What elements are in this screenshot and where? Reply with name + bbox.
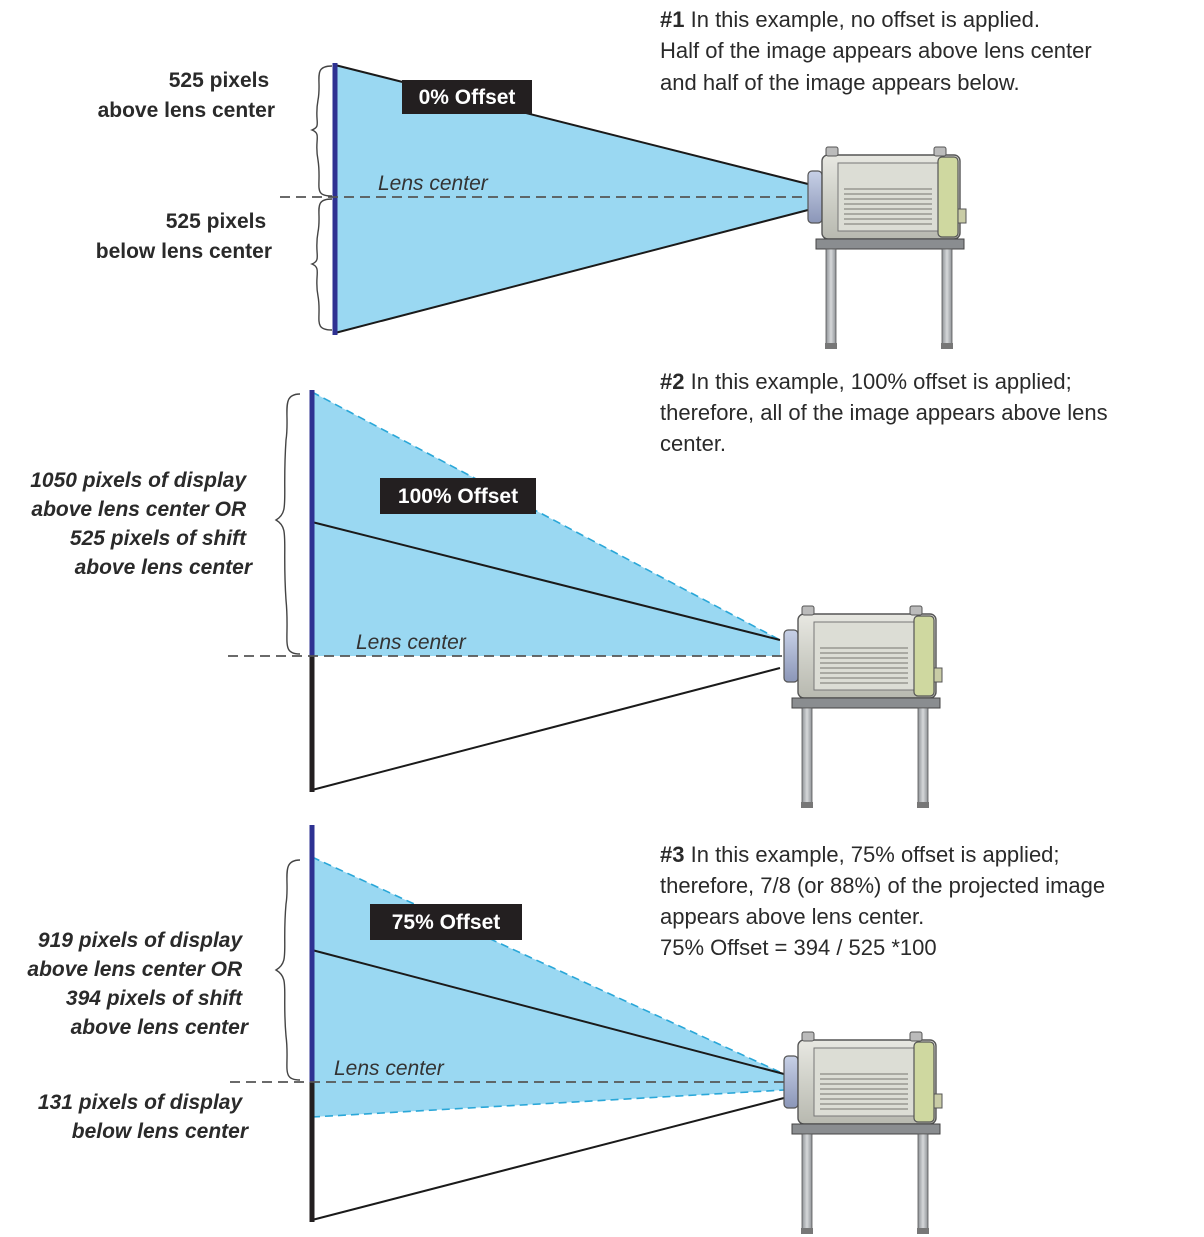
- example-1: 0% Offset Lens center 525 pixels above l…: [96, 7, 1098, 350]
- offset-label-3: 75% Offset: [392, 911, 501, 934]
- example-3: 75% Offset Lens center 919 pixels of dis…: [27, 825, 1111, 1235]
- offset-label-2: 100% Offset: [398, 485, 518, 508]
- description-1: #1 In this example, no offset is applied…: [660, 7, 1098, 95]
- beam-1: [335, 65, 808, 333]
- above-label-2: 1050 pixels of display above lens center…: [30, 469, 254, 579]
- description-2: #2 In this example, 100% offset is appli…: [660, 369, 1114, 456]
- brace-below-1: [310, 198, 333, 331]
- example-2: 100% Offset Lens center 1050 pixels of d…: [30, 369, 1114, 809]
- brace-above-1: [310, 65, 333, 197]
- lens-center-label-3: Lens center: [334, 1057, 445, 1080]
- above-label-3: 919 pixels of display above lens center …: [27, 929, 249, 1039]
- brace-above-3: [274, 859, 301, 1081]
- offset-label-1: 0% Offset: [419, 86, 516, 109]
- offset-label-bg-1: [402, 80, 532, 114]
- lens-center-label-2: Lens center: [356, 631, 467, 654]
- projector-2: [783, 605, 943, 809]
- projector-1: [807, 146, 967, 350]
- description-3: #3 In this example, 75% offset is applie…: [660, 842, 1111, 960]
- above-label-1: 525 pixels above lens center: [98, 69, 275, 122]
- offset-label-bg-3: [370, 904, 522, 940]
- beam-2: [312, 392, 780, 656]
- below-label-3: 131 pixels of display below lens center: [38, 1091, 250, 1143]
- below-label-1: 525 pixels below lens center: [96, 210, 272, 263]
- offset-label-bg-2: [380, 478, 536, 514]
- lens-center-label-1: Lens center: [378, 172, 489, 195]
- brace-above-2: [274, 393, 301, 655]
- projector-3: [783, 1031, 943, 1235]
